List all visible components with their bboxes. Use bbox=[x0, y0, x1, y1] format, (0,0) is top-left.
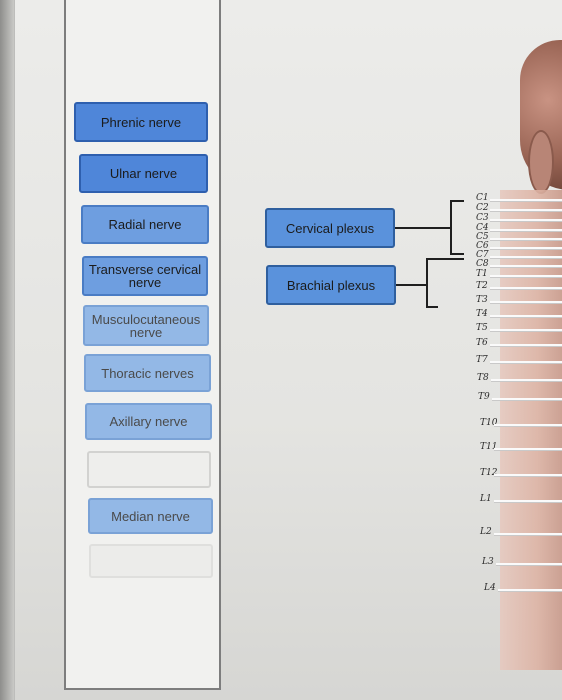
spinal-nerve-line bbox=[490, 329, 562, 331]
spinal-nerve-line bbox=[496, 563, 562, 565]
spinal-label-t5: T5 bbox=[476, 323, 488, 333]
spinal-nerve-line bbox=[490, 275, 562, 277]
label-chip-transverse-cervical[interactable]: Transverse cervical nerve bbox=[82, 256, 208, 296]
target-label: Brachial plexus bbox=[286, 277, 376, 293]
anatomy-figure bbox=[500, 40, 562, 680]
label-chip-text: Thoracic nerves bbox=[101, 365, 194, 381]
spinal-nerve-line bbox=[490, 265, 562, 267]
spinal-label-t6: T6 bbox=[476, 338, 488, 348]
label-chip-text: Axillary nerve bbox=[109, 414, 188, 429]
spinal-label-t11: T11 bbox=[480, 442, 498, 452]
label-chip-text: Ulnar nerve bbox=[109, 166, 178, 181]
label-chip-radial[interactable]: Radial nerve bbox=[81, 205, 209, 244]
spinal-label-t3: T3 bbox=[476, 295, 488, 305]
spinal-nerve-line bbox=[490, 229, 562, 231]
cervical-bracket bbox=[450, 200, 452, 255]
label-chip-text: Musculocutaneous nerve bbox=[91, 311, 201, 340]
spinal-label-l1: L1 bbox=[480, 494, 492, 504]
spinal-label-c4: C4 bbox=[476, 223, 489, 233]
spinal-nerve-line bbox=[498, 589, 562, 591]
spinal-label-t4: T4 bbox=[476, 309, 488, 319]
spinal-nerve-line bbox=[490, 209, 562, 211]
spinal-label-c1: C1 bbox=[476, 193, 489, 203]
label-chip-empty-slot[interactable] bbox=[89, 544, 213, 578]
ear-illustration bbox=[528, 130, 554, 194]
spinal-nerve-line bbox=[494, 500, 562, 502]
label-chip-ulnar[interactable]: Ulnar nerve bbox=[79, 154, 208, 193]
cervical-bracket-top bbox=[450, 200, 464, 202]
brachial-plexus-target[interactable]: Brachial plexus bbox=[266, 265, 396, 305]
label-chip-text: Transverse cervical nerve bbox=[88, 262, 202, 290]
spinal-nerve-line bbox=[494, 533, 562, 535]
spinal-nerve-line bbox=[490, 344, 562, 346]
spinal-label-t12: T12 bbox=[480, 468, 498, 478]
spinal-nerve-line bbox=[490, 315, 562, 317]
spinal-nerve-line bbox=[494, 474, 562, 476]
spinal-nerve-line bbox=[490, 256, 562, 258]
spinal-label-c8: C8 bbox=[476, 259, 489, 269]
spinal-label-t10: T10 bbox=[480, 418, 498, 428]
spinal-label-t1: T1 bbox=[476, 269, 488, 279]
spinal-label-c5: C5 bbox=[476, 232, 489, 242]
brachial-leader-line bbox=[396, 284, 426, 286]
brachial-bracket-bottom bbox=[426, 306, 438, 308]
spinal-nerve-line bbox=[490, 247, 562, 249]
cervical-plexus-target[interactable]: Cervical plexus bbox=[265, 208, 395, 248]
spinal-nerve-line bbox=[490, 287, 562, 289]
spinal-label-c2: C2 bbox=[476, 203, 489, 213]
spinal-nerve-line bbox=[490, 361, 562, 363]
spinal-label-c6: C6 bbox=[476, 241, 489, 251]
cervical-leader-line bbox=[395, 227, 450, 229]
label-chip-musculocutaneous[interactable]: Musculocutaneous nerve bbox=[83, 305, 209, 346]
spinal-nerve-line bbox=[494, 448, 562, 450]
spinal-nerve-line bbox=[490, 301, 562, 303]
label-chip-axillary[interactable]: Axillary nerve bbox=[85, 403, 212, 440]
spinal-label-l2: L2 bbox=[480, 527, 492, 537]
spinal-label-t8: T8 bbox=[477, 373, 489, 383]
label-chip-text: Median nerve bbox=[111, 508, 190, 524]
spinal-nerve-line bbox=[492, 398, 562, 400]
cervical-bracket-bottom bbox=[450, 253, 464, 255]
torso-illustration bbox=[500, 190, 562, 670]
panel-divider bbox=[14, 0, 15, 700]
spinal-nerve-line bbox=[490, 199, 562, 201]
spinal-label-c7: C7 bbox=[476, 250, 489, 260]
brachial-bracket-top bbox=[426, 258, 464, 260]
label-chip-phrenic[interactable]: Phrenic nerve bbox=[74, 102, 208, 142]
spinal-nerve-line bbox=[490, 219, 562, 221]
label-chip-empty-slot[interactable] bbox=[87, 451, 211, 488]
spinal-label-l4: L4 bbox=[484, 583, 496, 593]
spinal-label-t2: T2 bbox=[476, 281, 488, 291]
label-chip-text: Radial nerve bbox=[108, 217, 182, 232]
device-bezel bbox=[0, 0, 14, 700]
spinal-nerve-line bbox=[494, 424, 562, 426]
spinal-label-l3: L3 bbox=[482, 557, 494, 567]
label-chip-thoracic[interactable]: Thoracic nerves bbox=[84, 354, 211, 392]
spinal-label-t7: T7 bbox=[476, 355, 488, 365]
brachial-bracket bbox=[426, 258, 428, 308]
spinal-nerve-line bbox=[490, 238, 562, 240]
label-chip-text: Phrenic nerve bbox=[100, 114, 182, 130]
target-label: Cervical plexus bbox=[285, 220, 375, 236]
spinal-nerve-line bbox=[491, 379, 562, 381]
label-chip-median[interactable]: Median nerve bbox=[88, 498, 213, 534]
spinal-label-t9: T9 bbox=[478, 392, 490, 402]
spinal-label-c3: C3 bbox=[476, 213, 489, 223]
